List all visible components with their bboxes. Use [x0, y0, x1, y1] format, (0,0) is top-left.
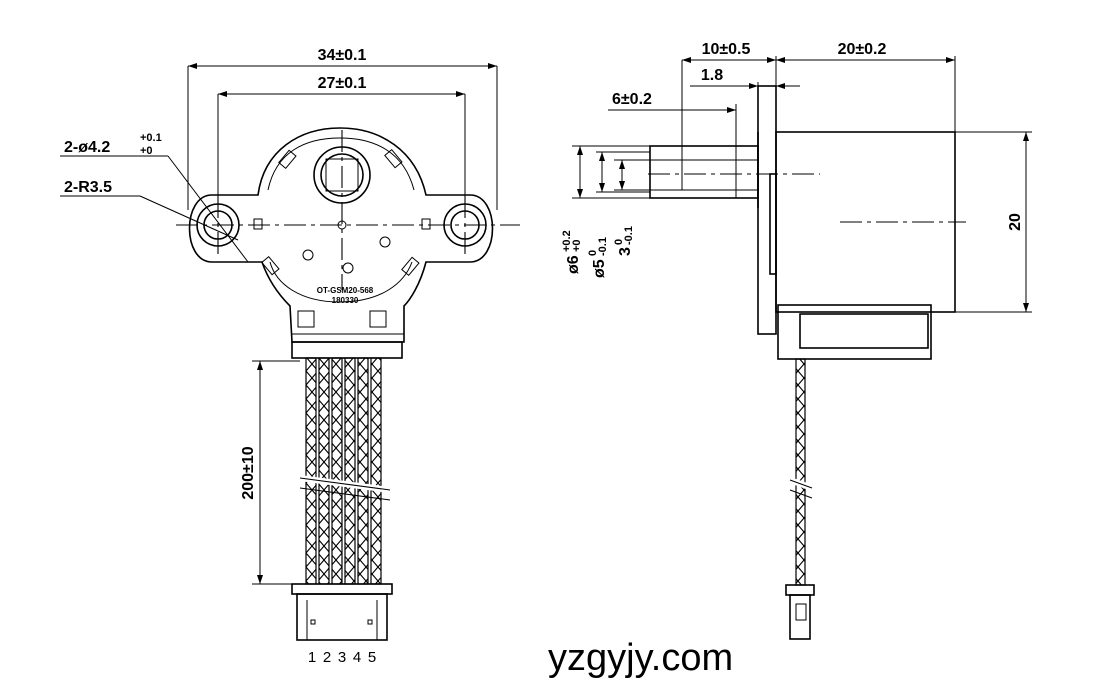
dim-hole-spacing: 27±0.1 [217, 75, 466, 210]
wire-bundle [299, 357, 391, 585]
dim-holes-callout: 2-ø4.2 +0.1 +0 [60, 132, 249, 263]
gear-cover-rim [267, 137, 415, 191]
dim-shaft-diameters: ø6 +0.2 +0 ø5 0 -0.1 3 0 -0.1 [561, 145, 650, 278]
pin-4: 4 [353, 649, 361, 666]
side-view: 10±0.5 20±0.2 1.8 6±0.2 [561, 41, 1032, 640]
dim-body-height: 20 [955, 131, 1032, 313]
lead-exit-block [291, 310, 404, 359]
dim-flat-dia-label: ø5 [591, 259, 608, 278]
dim-body-length-label: 20±0.2 [838, 41, 887, 58]
watermark: yzgyjy.com [548, 637, 733, 679]
side-wire [788, 358, 814, 586]
pin-1: 1 [308, 649, 316, 666]
dim-shaft-total: 10±0.5 [681, 41, 777, 190]
dim-flat-width-tol-upper: 0 [613, 239, 625, 245]
dim-shaft-dia-tol-lower: +0 [571, 239, 583, 252]
pin-2: 2 [323, 649, 331, 666]
gear-cover-lower-rim [269, 261, 413, 303]
dim-flat-dia-tol-upper: 0 [587, 250, 599, 256]
dim-lead-length-label: 200±10 [240, 446, 257, 499]
rim-tabs [261, 148, 420, 277]
dim-flange: 1.8 [690, 67, 800, 140]
dim-radius-label: 2-R3.5 [64, 179, 112, 196]
shaft [649, 132, 759, 208]
side-connector [785, 584, 815, 640]
pin-numbers: 1 2 3 4 5 [308, 649, 376, 666]
dim-outer-width-label: 34±0.1 [318, 47, 367, 64]
dim-holes-tol-lower: +0 [140, 145, 153, 157]
dim-shaft-flat-label: 6±0.2 [612, 91, 652, 108]
model-text: OT-GSM20-568 [317, 286, 374, 295]
dim-body-length: 20±0.2 [776, 41, 956, 312]
dim-lead-length: 200±10 [240, 360, 300, 585]
pin-5: 5 [368, 649, 376, 666]
dim-flat-width-label: 3 [617, 247, 634, 256]
front-view: 34±0.1 27±0.1 2-ø4.2 +0.1 +0 2-R3.5 [60, 47, 520, 666]
dim-outer-width: 34±0.1 [187, 47, 498, 210]
connector [291, 583, 393, 641]
dim-shaft-total-label: 10±0.5 [702, 41, 751, 58]
dim-shaft-flat: 6±0.2 [608, 91, 737, 158]
dim-hole-spacing-label: 27±0.1 [318, 75, 367, 92]
dim-holes-tol-upper: +0.1 [140, 132, 162, 144]
dim-flat-width-tol-lower: -0.1 [623, 226, 635, 245]
dim-shaft-dia-label: ø6 [565, 255, 582, 274]
pin-3: 3 [338, 649, 346, 666]
motor-body-outline [188, 127, 494, 343]
date-code: 180330 [332, 296, 359, 305]
dim-shaft-dia-tol-upper: +0.2 [561, 230, 573, 252]
motor-side-body [757, 85, 956, 360]
dim-holes-label: 2-ø4.2 [64, 139, 110, 156]
dim-flange-label: 1.8 [701, 67, 723, 84]
dim-body-height-label: 20 [1007, 213, 1024, 231]
dim-flat-dia-tol-lower: -0.1 [597, 237, 609, 256]
dim-radius-callout: 2-R3.5 [60, 179, 239, 241]
